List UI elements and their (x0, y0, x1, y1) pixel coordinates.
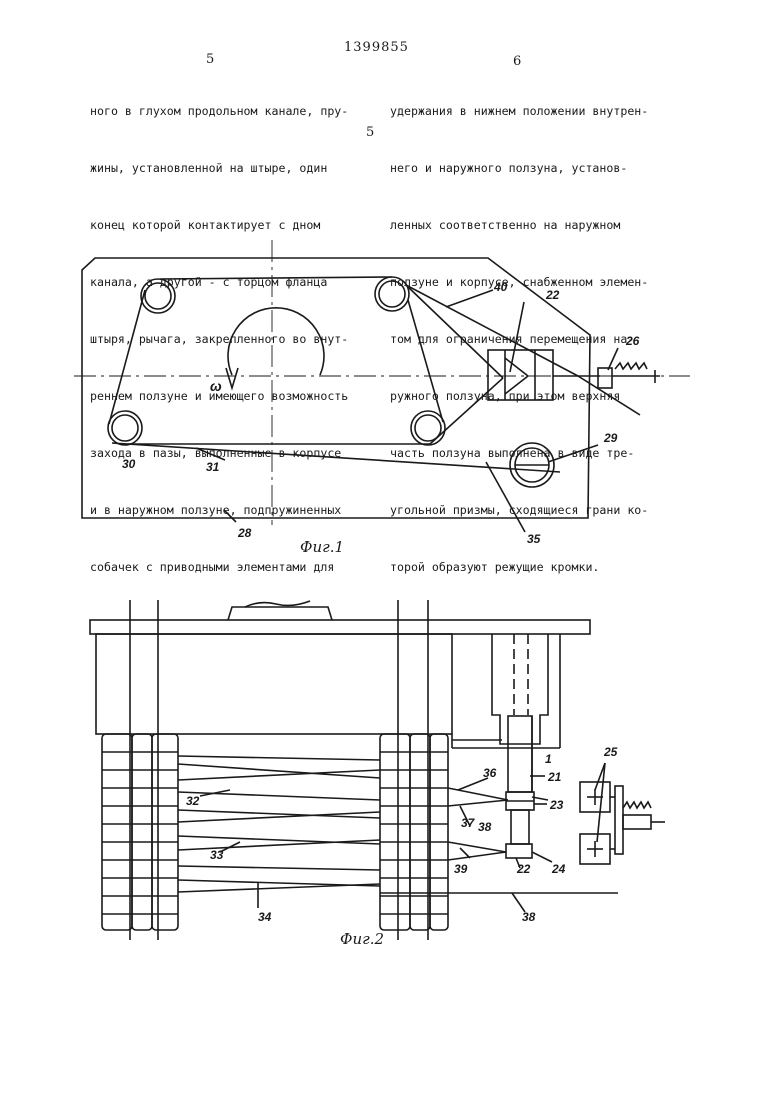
label-32: 32 (186, 794, 199, 808)
label-28: 28 (238, 526, 251, 540)
label-40: 40 (494, 280, 507, 294)
label-29: 29 (604, 431, 617, 445)
label-34: 34 (258, 910, 271, 924)
label-36-top: 36 (483, 766, 496, 780)
label-25: 25 (604, 745, 617, 759)
label-26: 26 (626, 334, 639, 348)
label-23: 23 (550, 798, 563, 812)
label-35: 35 (527, 532, 540, 546)
label-22-fig2: 22 (517, 862, 530, 876)
label-31: 31 (206, 460, 219, 474)
label-1: 1 (545, 752, 552, 766)
label-39: 39 (454, 862, 467, 876)
figure-2-drawing (90, 600, 665, 940)
figure-1-caption: Фиг.1 (300, 538, 344, 556)
omega-symbol: ω (210, 378, 222, 394)
label-38-base: 38 (522, 910, 535, 924)
label-24: 24 (552, 862, 565, 876)
label-30: 30 (122, 457, 135, 471)
label-38-upper: 38 (478, 820, 491, 834)
label-37: 37 (461, 816, 474, 830)
label-21: 21 (548, 770, 561, 784)
figure-2-caption: Фиг.2 (340, 930, 384, 948)
label-22: 22 (546, 288, 559, 302)
label-33: 33 (210, 848, 223, 862)
